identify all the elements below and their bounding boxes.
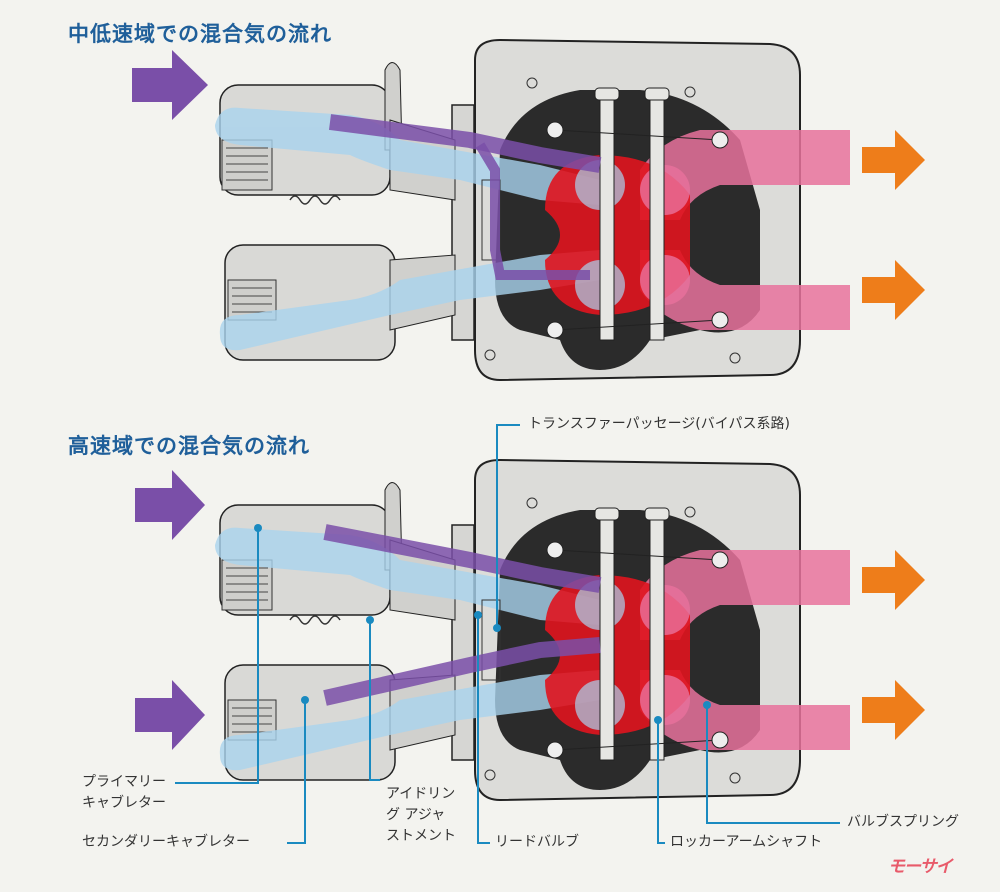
label-primary-carburetor-line2: キャブレター <box>82 795 166 811</box>
title-high-speed: 高速域での混合気の流れ <box>68 434 310 458</box>
label-reed-valve: リードバルブ <box>495 834 579 850</box>
panel-high-speed <box>135 459 926 801</box>
panel-low-mid-speed <box>132 39 926 381</box>
label-transfer-passage: トランスファーパッセージ(バイパス系路) <box>528 416 790 432</box>
label-primary-carburetor-line1: プライマリー <box>82 774 166 790</box>
label-idle-adjustment-line3: ストメント <box>386 828 456 844</box>
mixture-flow <box>323 524 602 593</box>
intake-arrow <box>135 470 205 540</box>
mixture-flow <box>323 637 601 706</box>
mixture-flow <box>328 114 602 173</box>
label-valve-spring: バルブスプリング <box>847 814 959 830</box>
label-primary-carburetor: プライマリー キャブレター <box>82 772 166 814</box>
intake-arrow <box>132 50 208 120</box>
intake-arrow <box>135 680 205 750</box>
title-low-mid-speed: 中低速域での混合気の流れ <box>68 22 332 46</box>
callout-dots <box>254 524 711 724</box>
publisher-logo: モーサイ <box>888 857 953 877</box>
label-idle-adjustment-line1: アイドリン <box>386 786 456 802</box>
label-idle-adjustment: アイドリン グ アジャ ストメント <box>386 784 456 847</box>
callout-lines <box>175 424 840 844</box>
label-rocker-arm-shaft: ロッカーアームシャフト <box>670 834 823 850</box>
label-secondary-carburetor: セカンダリーキャブレター <box>82 834 250 850</box>
label-idle-adjustment-line2: グ アジャ <box>386 807 446 823</box>
